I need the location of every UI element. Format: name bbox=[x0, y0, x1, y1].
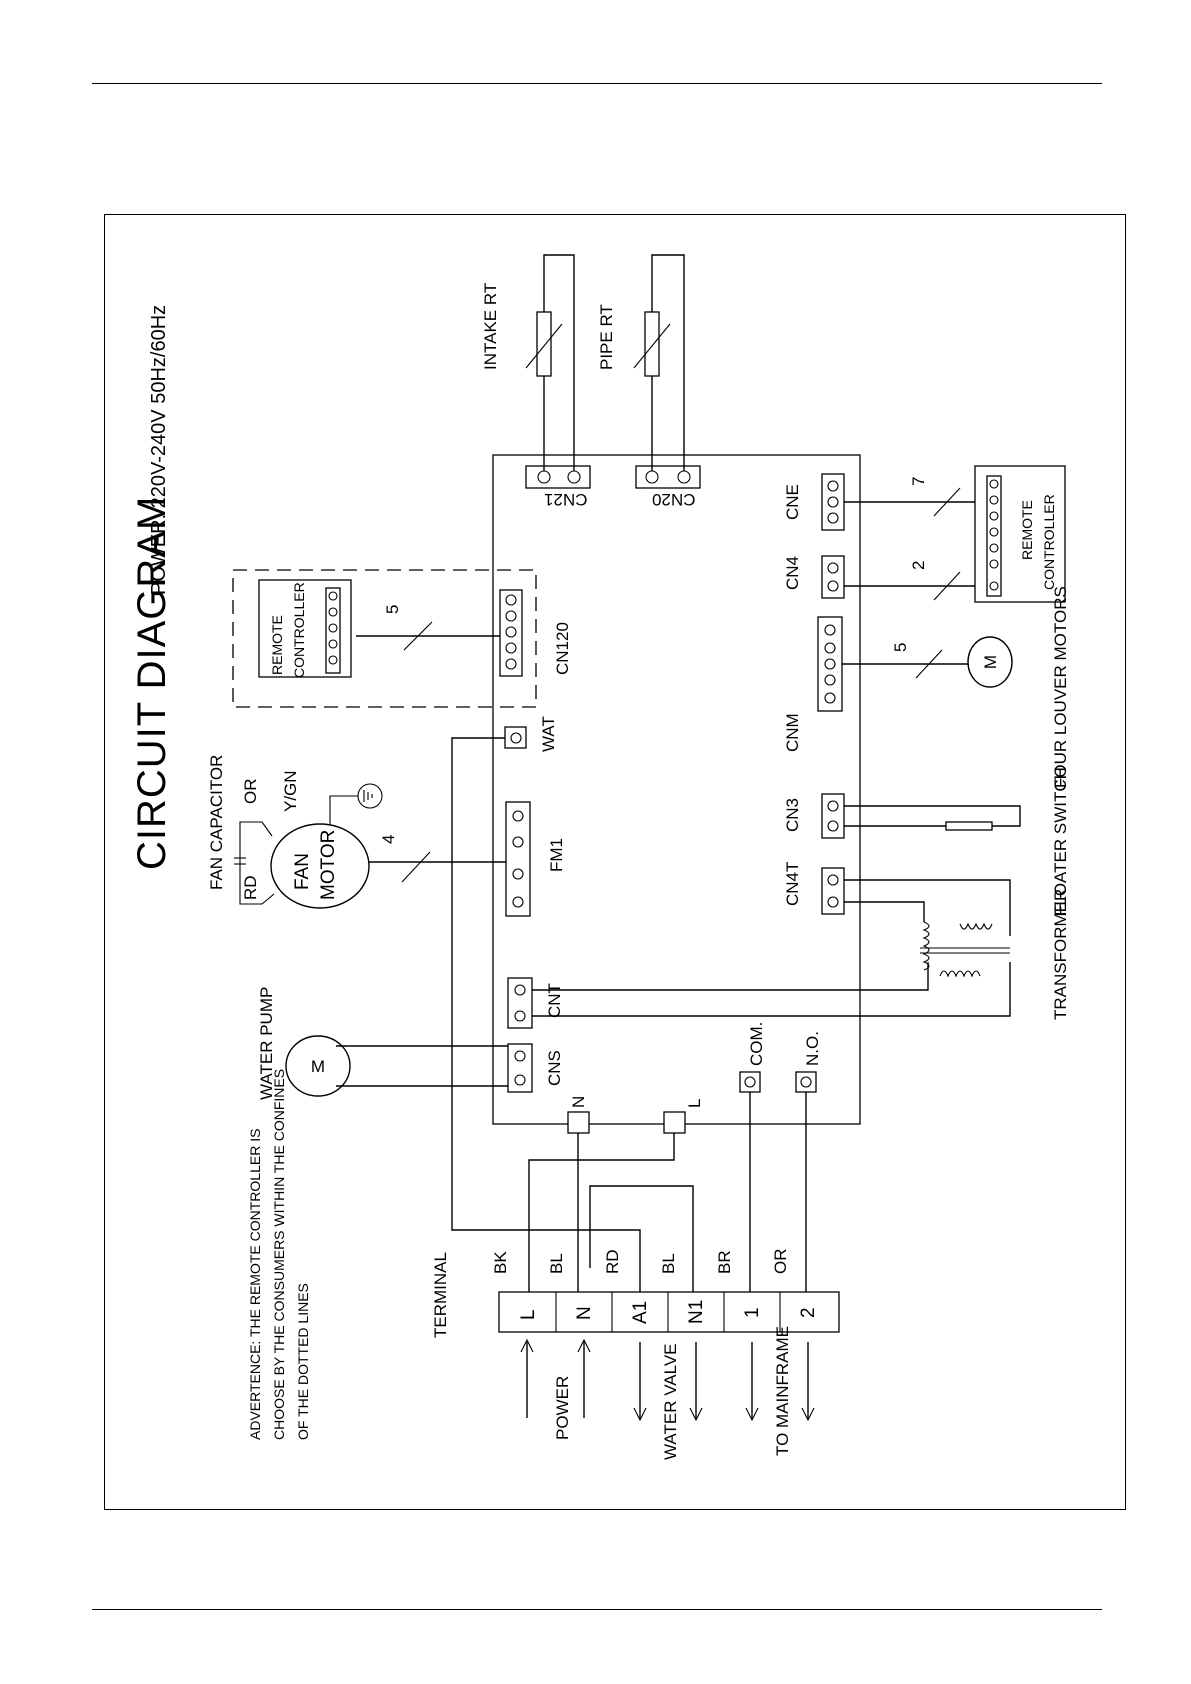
louver-label: FOUR LOUVER MOTORS bbox=[1051, 586, 1070, 788]
group-power: POWER bbox=[553, 1376, 572, 1440]
footer-rule bbox=[92, 1609, 1102, 1610]
water-pump-m: M bbox=[311, 1057, 325, 1076]
pipe-thermistor bbox=[644, 311, 660, 377]
fan-wire-ygn: Y/GN bbox=[281, 770, 300, 812]
diagram-title: CIRCUIT DIAGRAM bbox=[130, 496, 174, 870]
wire-color: BK bbox=[491, 1251, 510, 1274]
fan-motor-line1: FAN bbox=[292, 853, 313, 890]
fan-motor bbox=[270, 823, 370, 909]
connector-l bbox=[663, 1111, 686, 1134]
advertence-line1: ADVERTENCE: THE REMOTE CONTROLLER IS bbox=[247, 1129, 263, 1440]
label-cne: CNE bbox=[783, 484, 802, 520]
power-spec: POWER: 220V-240V 50Hz/60Hz bbox=[148, 305, 170, 595]
terminal-label: TERMINAL bbox=[431, 1252, 450, 1338]
terminal-cell: 2 bbox=[798, 1307, 819, 1318]
header-rule bbox=[92, 83, 1102, 84]
cnm-wire-count: 5 bbox=[891, 643, 910, 652]
terminal-cell: 1 bbox=[742, 1307, 763, 1318]
floater-switch bbox=[945, 821, 993, 831]
fm1-wire-count: 4 bbox=[379, 835, 398, 844]
cn4-wire-count: 2 bbox=[909, 561, 928, 570]
label-cn20: CN20 bbox=[652, 490, 695, 509]
floater-label: FLOATER SWITCH bbox=[1051, 767, 1070, 916]
control-board bbox=[492, 454, 861, 1125]
label-cnm: CNM bbox=[783, 713, 802, 752]
label-cn3: CN3 bbox=[783, 798, 802, 832]
remote-right-line1: REMOTE bbox=[1019, 500, 1035, 560]
ground-symbol bbox=[357, 783, 383, 809]
label-cn21: CN21 bbox=[544, 490, 587, 509]
transformer-primary bbox=[922, 921, 930, 971]
wire-color: BL bbox=[659, 1253, 678, 1274]
terminal-cell: A1 bbox=[630, 1301, 651, 1324]
terminal-cell: N bbox=[574, 1306, 595, 1320]
label-cnt: CNT bbox=[545, 983, 564, 1018]
terminal-cell: N1 bbox=[686, 1300, 707, 1324]
water-pump-label: WATER PUMP bbox=[257, 987, 276, 1100]
label-n: N bbox=[569, 1096, 588, 1108]
wire-color: BR bbox=[715, 1250, 734, 1274]
fan-motor-line2: MOTOR bbox=[318, 830, 339, 900]
connector-n bbox=[567, 1111, 590, 1134]
label-l: L bbox=[685, 1099, 704, 1108]
remote-left-line1: REMOTE bbox=[269, 615, 285, 675]
advertence-line2: CHOOSE BY THE CONSUMERS WITHIN THE CONFI… bbox=[271, 1069, 287, 1440]
wire-color: OR bbox=[771, 1249, 790, 1275]
water-pump-motor bbox=[285, 1035, 351, 1097]
connector-cn3 bbox=[821, 793, 845, 839]
label-com: COM. bbox=[747, 1022, 766, 1066]
group-water-valve: WATER VALVE bbox=[661, 1343, 680, 1460]
fan-capacitor-label: FAN CAPACITOR bbox=[207, 755, 226, 890]
louver-motor bbox=[967, 636, 1013, 688]
remote-left-line2: CONTROLLER bbox=[291, 582, 307, 678]
label-fm1: FM1 bbox=[547, 838, 566, 872]
label-cn120: CN120 bbox=[553, 622, 572, 675]
wire-color: RD bbox=[603, 1249, 622, 1274]
label-no: N.O. bbox=[803, 1031, 822, 1066]
louver-motor-m: M bbox=[981, 655, 1000, 669]
diagram-frame bbox=[104, 214, 1126, 1510]
remote-left-wire-count: 5 bbox=[383, 605, 402, 614]
advertence-line3: OF THE DOTTED LINES bbox=[295, 1283, 311, 1440]
cne-wire-count: 7 bbox=[909, 477, 928, 486]
terminal-cell: L bbox=[518, 1309, 539, 1320]
transformer-label: TRANSFORMER bbox=[1051, 889, 1070, 1020]
intake-thermistor bbox=[536, 311, 552, 377]
wire-color: BL bbox=[547, 1253, 566, 1274]
fan-wire-rd: RD bbox=[241, 875, 260, 900]
label-wat: WAT bbox=[539, 716, 558, 752]
fan-wire-or: OR bbox=[241, 779, 260, 805]
group-to-mainframe: TO MAINFRAME bbox=[773, 1326, 792, 1456]
label-cn4t: CN4T bbox=[783, 862, 802, 906]
connector-cn4 bbox=[821, 555, 845, 599]
remote-right-line2: CONTROLLER bbox=[1041, 494, 1057, 590]
label-cns: CNS bbox=[545, 1050, 564, 1086]
label-intake-rt: INTAKE RT bbox=[481, 283, 500, 370]
label-pipe-rt: PIPE RT bbox=[597, 304, 616, 370]
transformer-secondary bbox=[939, 970, 981, 978]
label-cn4: CN4 bbox=[783, 556, 802, 590]
